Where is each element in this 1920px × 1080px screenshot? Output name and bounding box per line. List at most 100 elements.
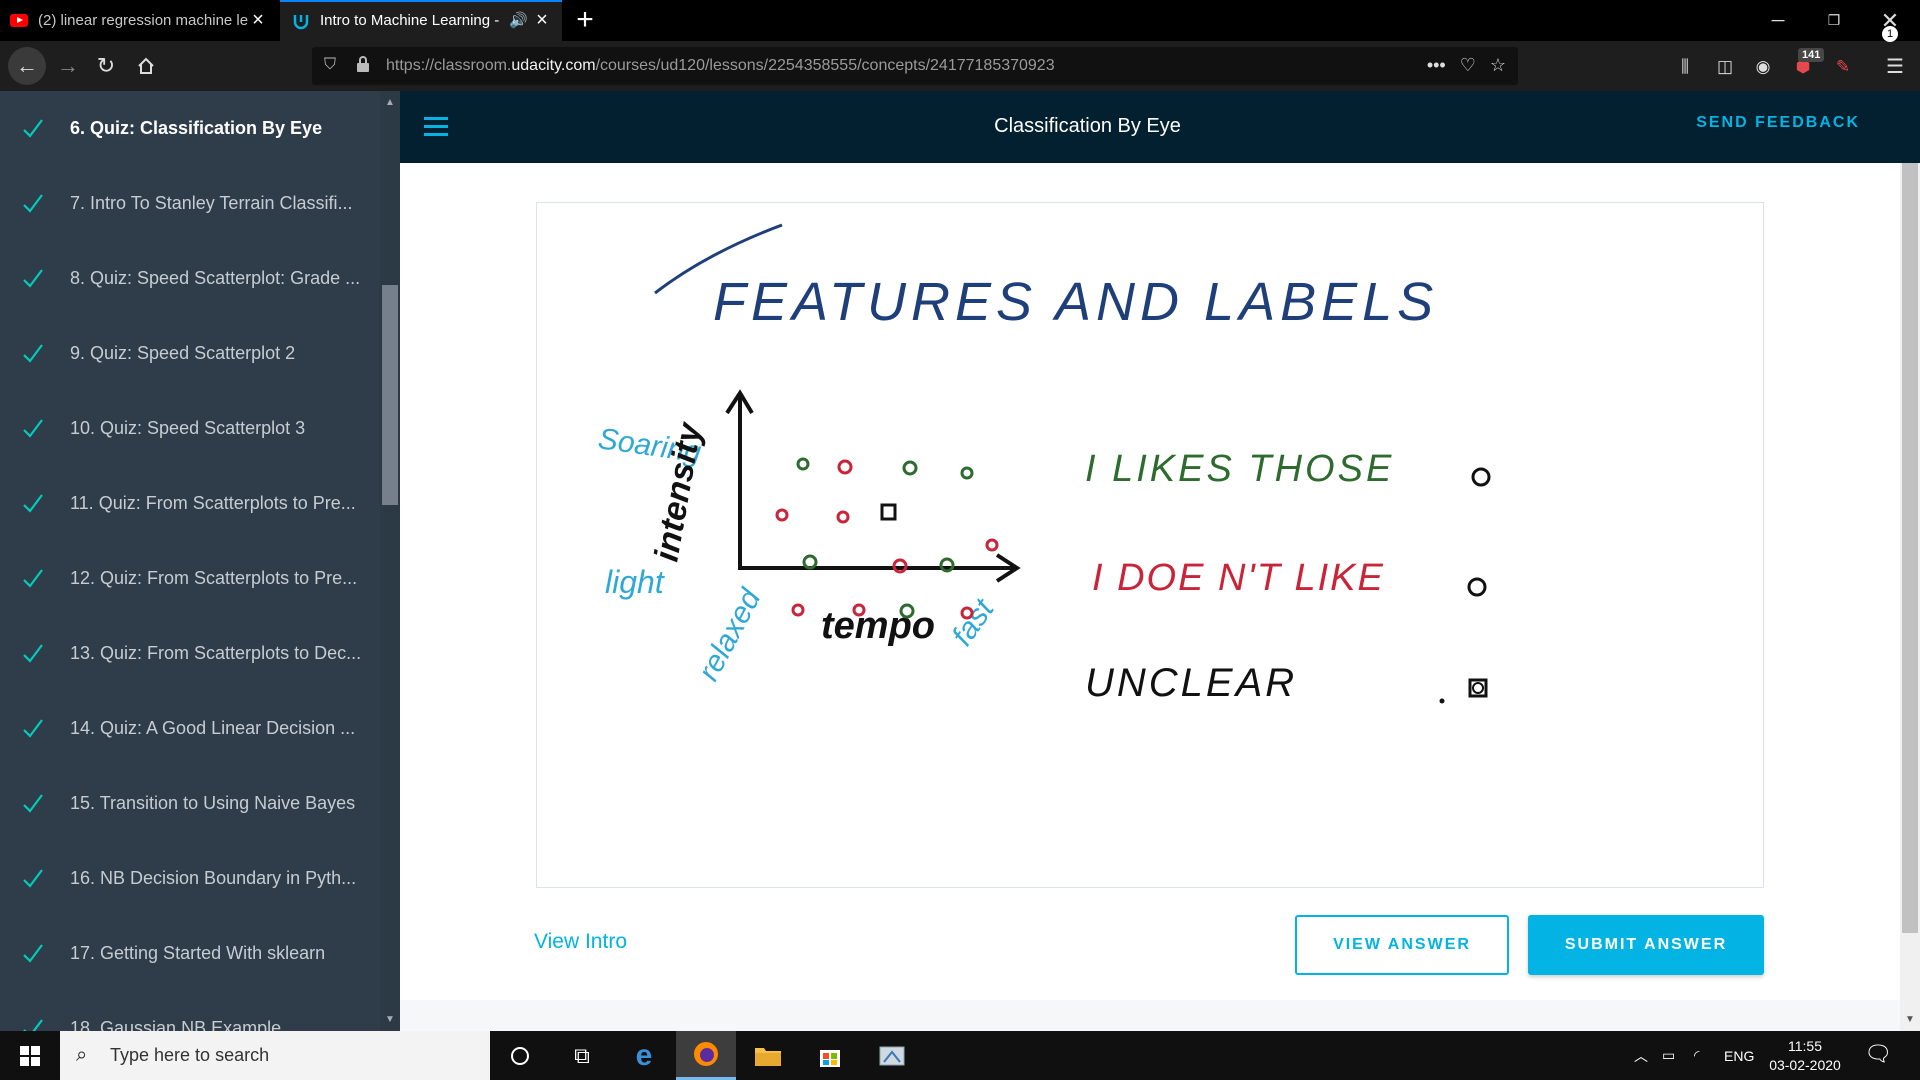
cortana-icon[interactable] bbox=[490, 1031, 550, 1080]
extension-badge: 141 bbox=[1798, 48, 1825, 62]
browser-nav-bar: ← → ↻ ⛉ https://classroom.udacity.com/co… bbox=[0, 41, 1920, 91]
sidebar-item-14[interactable]: 14. Quiz: A Good Linear Decision ... bbox=[0, 691, 380, 766]
edge-icon[interactable]: e bbox=[635, 1038, 653, 1072]
scroll-down-icon[interactable]: ▼ bbox=[1905, 1014, 1915, 1025]
y-axis-bottom-label: light bbox=[605, 564, 665, 600]
store-icon[interactable] bbox=[800, 1031, 860, 1080]
wifi-icon[interactable]: ◜ bbox=[1694, 1047, 1700, 1063]
tab-udacity[interactable]: Intro to Machine Learning - 🔊 × bbox=[280, 0, 562, 41]
sidebar-item-label: 18. Gaussian NB Example bbox=[70, 1018, 282, 1031]
scroll-up-icon[interactable]: ▲ bbox=[385, 97, 395, 108]
main-scroll-thumb[interactable] bbox=[1902, 163, 1918, 933]
sidebar-item-10[interactable]: 10. Quiz: Speed Scatterplot 3 bbox=[0, 391, 380, 466]
notification-count: 1 bbox=[1882, 26, 1898, 42]
close-icon[interactable]: × bbox=[252, 9, 264, 31]
url-text[interactable]: https://classroom.udacity.com/courses/ud… bbox=[386, 57, 1055, 74]
lock-icon[interactable] bbox=[356, 56, 370, 77]
menu-icon[interactable]: ☰ bbox=[1886, 56, 1904, 78]
browser-tab-bar: (2) linear regression machine le × Intro… bbox=[0, 0, 1920, 41]
sidebar-item-label: 6. Quiz: Classification By Eye bbox=[70, 118, 323, 138]
submit-answer-button[interactable]: SUBMIT ANSWER bbox=[1528, 915, 1764, 975]
shield-icon[interactable]: ⛉ bbox=[324, 56, 337, 73]
whiteboard-drawing: FEATURES AND LABELS Soaring intensity li… bbox=[596, 223, 1491, 705]
send-feedback-link[interactable]: SEND FEEDBACK bbox=[1696, 114, 1860, 131]
sidebar-item-12[interactable]: 12. Quiz: From Scatterplots to Pre... bbox=[0, 541, 380, 616]
sidebar-item-6[interactable]: 6. Quiz: Classification By Eye bbox=[0, 91, 380, 166]
sidebar-item-label: 15. Transition to Using Naive Bayes bbox=[70, 793, 356, 813]
sidebar-item-17[interactable]: 17. Getting Started With sklearn bbox=[0, 916, 380, 991]
sidebar-item-label: 10. Quiz: Speed Scatterplot 3 bbox=[70, 418, 306, 438]
check-icon bbox=[23, 568, 43, 588]
check-icon bbox=[23, 643, 43, 663]
sidebar-item-label: 17. Getting Started With sklearn bbox=[70, 943, 326, 963]
snipping-tool-icon[interactable] bbox=[862, 1031, 922, 1080]
check-icon bbox=[23, 343, 43, 363]
sidebar-item-18[interactable]: 18. Gaussian NB Example bbox=[0, 991, 380, 1031]
taskbar-search-box[interactable]: ⌕ Type here to search bbox=[60, 1031, 490, 1080]
view-intro-link[interactable]: View Intro bbox=[534, 930, 627, 953]
minimize-icon[interactable]: ─ bbox=[1771, 10, 1785, 30]
sidebar-toggle-icon[interactable]: ◫ bbox=[1716, 57, 1734, 76]
extension-pencil-icon[interactable]: ✎ bbox=[1835, 57, 1851, 76]
sidebar-item-7[interactable]: 7. Intro To Stanley Terrain Classifi... bbox=[0, 166, 380, 241]
speaker-icon[interactable]: 🔊 bbox=[509, 12, 528, 29]
hamburger-menu-icon[interactable] bbox=[424, 117, 448, 137]
tab-youtube[interactable]: (2) linear regression machine le × bbox=[0, 0, 278, 41]
check-icon bbox=[23, 793, 43, 813]
home-icon[interactable] bbox=[130, 50, 162, 82]
reload-icon[interactable]: ↻ bbox=[96, 53, 116, 78]
back-arrow-icon[interactable]: ← bbox=[8, 47, 46, 85]
url-bar[interactable]: ⛉ https://classroom.udacity.com/courses/… bbox=[312, 47, 1518, 85]
forward-arrow-icon[interactable]: → bbox=[57, 53, 79, 78]
lesson-sidebar: 6. Quiz: Classification By Eye 7. Intro … bbox=[0, 91, 380, 1031]
file-explorer-icon[interactable] bbox=[738, 1031, 798, 1080]
clock-time: 11:55 bbox=[1788, 1038, 1822, 1054]
account-icon[interactable]: ◉ bbox=[1755, 57, 1771, 76]
sidebar-item-label: 16. NB Decision Boundary in Pyth... bbox=[70, 868, 357, 888]
taskbar-clock[interactable]: 11:55 03-02-2020 bbox=[1760, 1037, 1850, 1075]
check-icon bbox=[23, 418, 43, 438]
tray-chevron-icon[interactable]: ︿ bbox=[1634, 1047, 1648, 1064]
sidebar-item-16[interactable]: 16. NB Decision Boundary in Pyth... bbox=[0, 841, 380, 916]
sidebar-item-11[interactable]: 11. Quiz: From Scatterplots to Pre... bbox=[0, 466, 380, 541]
tab-title: (2) linear regression machine le bbox=[38, 12, 248, 29]
new-tab-button[interactable]: + bbox=[576, 3, 594, 36]
sidebar-item-label: 9. Quiz: Speed Scatterplot 2 bbox=[70, 343, 296, 363]
view-answer-button[interactable]: VIEW ANSWER bbox=[1295, 915, 1509, 975]
notification-icon[interactable]: 🗨 bbox=[1864, 1041, 1892, 1066]
check-icon bbox=[23, 868, 43, 888]
udacity-icon bbox=[292, 12, 310, 30]
battery-icon[interactable]: ▭ bbox=[1662, 1047, 1676, 1063]
clock-date: 03-02-2020 bbox=[1769, 1057, 1841, 1073]
scroll-down-icon[interactable]: ▼ bbox=[385, 1014, 395, 1025]
task-view-icon[interactable]: ⧉ bbox=[574, 1042, 590, 1068]
sidebar-item-9[interactable]: 9. Quiz: Speed Scatterplot 2 bbox=[0, 316, 380, 391]
x-axis-right-label: fast bbox=[946, 592, 1002, 652]
more-actions-icon[interactable]: ••• bbox=[1426, 55, 1446, 75]
page-title: Classification By Eye bbox=[994, 115, 1181, 137]
firefox-icon[interactable] bbox=[676, 1031, 736, 1080]
sidebar-item-label: 8. Quiz: Speed Scatterplot: Grade ... bbox=[70, 268, 361, 288]
legend-unclear: UNCLEAR bbox=[1085, 661, 1297, 705]
sidebar-item-13[interactable]: 13. Quiz: From Scatterplots to Dec... bbox=[0, 616, 380, 691]
sidebar-item-label: 7. Intro To Stanley Terrain Classifi... bbox=[70, 193, 353, 213]
sidebar-item-label: 14. Quiz: A Good Linear Decision ... bbox=[70, 718, 356, 738]
close-icon[interactable]: × bbox=[536, 9, 548, 31]
sidebar-scroll-thumb[interactable] bbox=[382, 285, 398, 505]
x-axis-label: tempo bbox=[821, 605, 935, 647]
library-icon[interactable]: ⫼ bbox=[1681, 57, 1689, 76]
check-icon bbox=[23, 118, 43, 138]
lesson-video[interactable]: FEATURES AND LABELS Soaring intensity li… bbox=[536, 202, 1764, 888]
sidebar-scrollbar[interactable] bbox=[380, 91, 400, 1031]
check-icon bbox=[23, 193, 43, 213]
sidebar-item-15[interactable]: 15. Transition to Using Naive Bayes bbox=[0, 766, 380, 841]
language-indicator[interactable]: ENG bbox=[1724, 1047, 1755, 1064]
restore-icon[interactable]: ❐ bbox=[1827, 12, 1841, 28]
whiteboard-title: FEATURES AND LABELS bbox=[713, 272, 1438, 332]
tab-title: Intro to Machine Learning - bbox=[320, 12, 500, 29]
check-icon bbox=[23, 1018, 43, 1031]
bookmark-star-icon[interactable]: ☆ bbox=[1489, 55, 1506, 75]
sidebar-item-8[interactable]: 8. Quiz: Speed Scatterplot: Grade ... bbox=[0, 241, 380, 316]
pocket-icon[interactable]: ♡ bbox=[1459, 55, 1476, 75]
windows-start-icon[interactable] bbox=[0, 1031, 60, 1080]
